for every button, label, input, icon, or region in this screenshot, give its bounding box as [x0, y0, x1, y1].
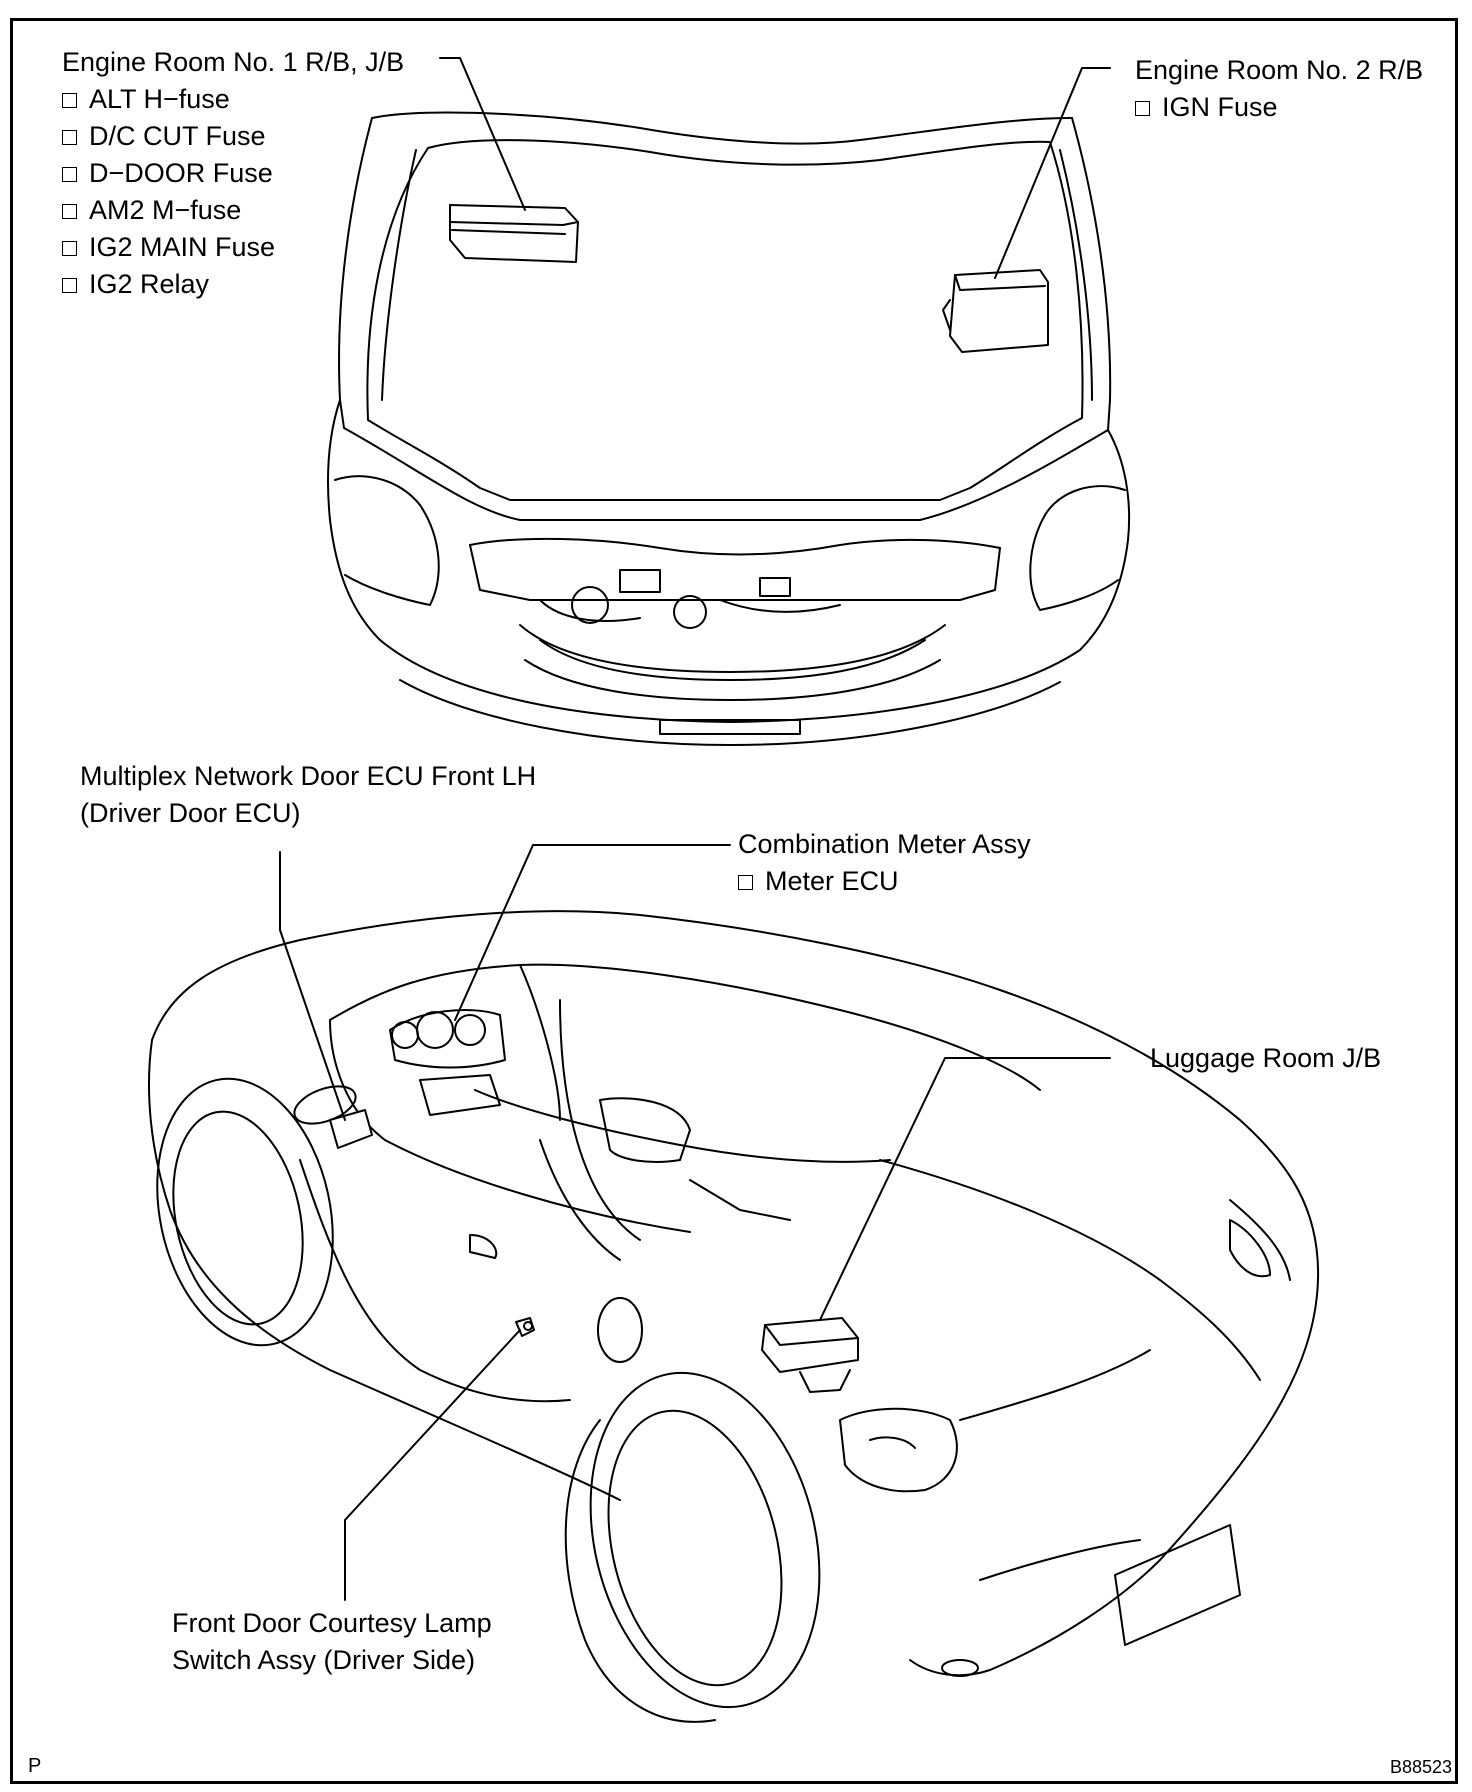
courtesy-lamp-line1: Front Door Courtesy Lamp — [172, 1608, 492, 1638]
footer-left-code: P — [28, 1755, 42, 1777]
engine-room-1-item: D−DOOR Fuse — [62, 155, 404, 192]
leader-combination-meter — [454, 844, 731, 1021]
checkbox-square-icon — [62, 130, 77, 145]
checkbox-square-icon — [62, 278, 77, 293]
car-body-drawing — [148, 910, 1320, 1723]
leader-engine-room-2 — [994, 67, 1111, 279]
engine-room-2-title: Engine Room No. 2 R/B — [1135, 55, 1424, 85]
door-ecu-line1: Multiplex Network Door ECU Front LH — [80, 761, 537, 791]
engine-room-1-item: AM2 M−fuse — [62, 192, 404, 229]
figure-id: B88523 — [1390, 1757, 1453, 1777]
checkbox-square-icon — [738, 875, 753, 890]
engine-room-1-item: IG2 MAIN Fuse — [62, 229, 404, 266]
engine-room-1-title: Engine Room No. 1 R/B, J/B — [62, 47, 405, 77]
checkbox-square-icon — [1135, 101, 1150, 116]
label-courtesy-lamp: Front Door Courtesy Lamp Switch Assy (Dr… — [172, 1605, 492, 1679]
engine-room-1-item: D/C CUT Fuse — [62, 118, 404, 155]
courtesy-lamp-line2: Switch Assy (Driver Side) — [172, 1645, 476, 1675]
leader-door-ecu — [279, 851, 346, 1121]
door-ecu-line2: (Driver Door ECU) — [80, 798, 301, 828]
engine-room-1-item: ALT H−fuse — [62, 81, 404, 118]
diagram-frame — [10, 18, 1458, 1784]
leader-courtesy-lamp — [344, 1329, 521, 1601]
engine-bay-drawing — [327, 111, 1131, 746]
combination-meter-item: Meter ECU — [738, 863, 1031, 900]
label-combination-meter: Combination Meter Assy Meter ECU — [738, 826, 1031, 900]
checkbox-square-icon — [62, 167, 77, 182]
label-luggage-room: Luggage Room J/B — [1150, 1040, 1381, 1077]
checkbox-square-icon — [62, 93, 77, 108]
leader-engine-room-1 — [439, 57, 526, 211]
engine-room-2-item: IGN Fuse — [1135, 89, 1423, 126]
label-engine-room-2: Engine Room No. 2 R/B IGN Fuse — [1135, 52, 1423, 126]
combination-meter-title: Combination Meter Assy — [738, 829, 1031, 859]
checkbox-square-icon — [62, 204, 77, 219]
label-engine-room-1: Engine Room No. 1 R/B, J/B ALT H−fuse D/… — [62, 44, 404, 303]
leader-luggage-room — [819, 1057, 1111, 1321]
label-door-ecu: Multiplex Network Door ECU Front LH (Dri… — [80, 758, 536, 832]
engine-room-1-item: IG2 Relay — [62, 266, 404, 303]
luggage-room-title: Luggage Room J/B — [1150, 1043, 1382, 1073]
checkbox-square-icon — [62, 241, 77, 256]
